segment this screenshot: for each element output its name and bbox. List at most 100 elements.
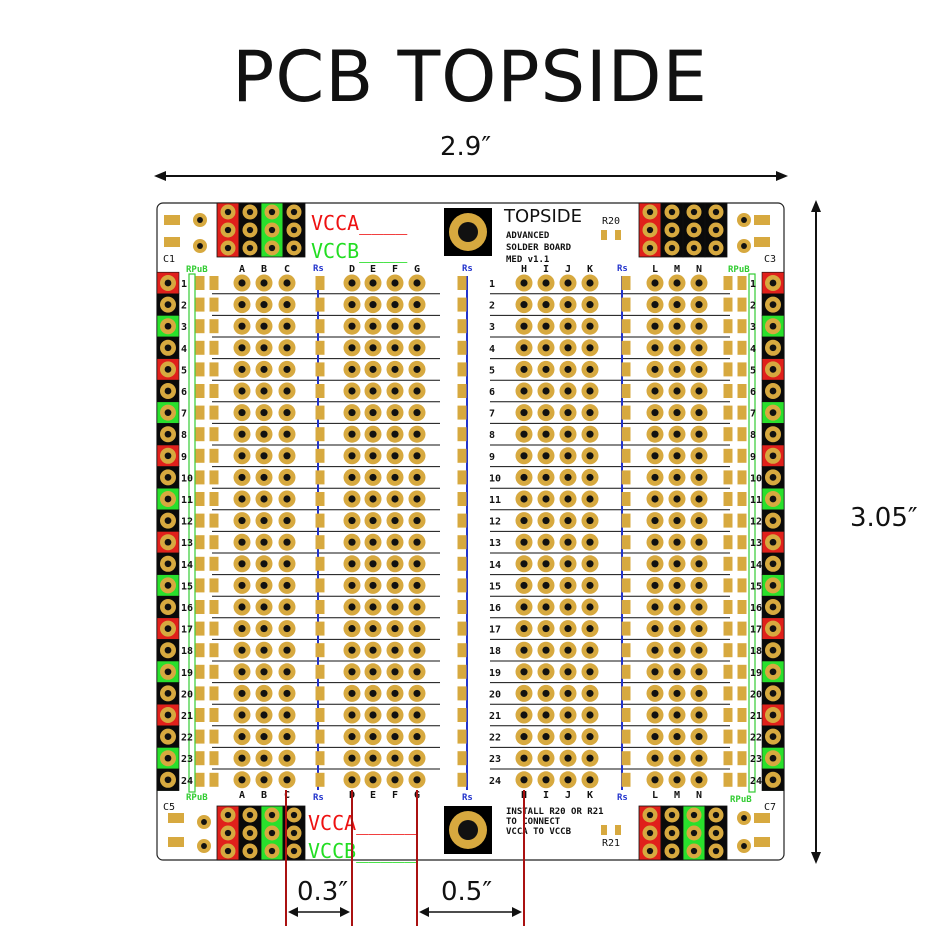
left-edge-pad-hole — [164, 754, 172, 762]
rpu-pad-left-2 — [209, 384, 219, 398]
rs-pad — [457, 470, 467, 485]
rs-pad — [621, 643, 631, 658]
grid-pad-hole — [651, 646, 659, 654]
rpu-pad-left — [195, 708, 205, 722]
grid-pad-hole — [391, 776, 399, 784]
grid-pad-hole — [564, 387, 572, 395]
grid-pad-hole — [542, 452, 550, 460]
grid-pad-hole — [260, 344, 268, 352]
rpu-pad-right — [723, 772, 733, 787]
bottom-left-header-pad-hole — [268, 811, 276, 819]
rpu-pad-left-2 — [209, 470, 219, 485]
grid-pad-hole — [413, 581, 421, 589]
left-edge-pad-hole — [164, 625, 172, 632]
grid-pad-hole — [348, 517, 356, 525]
grid-pad-hole — [695, 560, 703, 568]
column-label-top: K — [587, 264, 593, 275]
top-left-header-pad-hole — [246, 226, 254, 234]
bottom-left-header-pad-hole — [290, 847, 298, 855]
rpu-pad-right — [723, 319, 733, 334]
grid-pad-hole — [238, 776, 246, 784]
grid-pad-hole — [391, 409, 399, 417]
rs-pad — [315, 751, 325, 766]
row-number-center: 20 — [489, 689, 501, 700]
row-number-center: 5 — [489, 365, 495, 376]
left-edge-pad-hole — [164, 690, 172, 697]
rs-pad — [315, 340, 325, 355]
rs-label-bottom: Rs — [617, 793, 628, 803]
grid-pad-hole — [673, 625, 681, 633]
row-number-right: 4 — [750, 344, 756, 355]
rs-pad — [457, 729, 467, 744]
grid-pad-hole — [260, 646, 268, 654]
grid-pad-hole — [238, 646, 246, 654]
right-edge-pad-hole — [769, 430, 777, 438]
grid-pad-hole — [564, 711, 572, 719]
column-label-bottom: C — [284, 790, 290, 801]
row-number-right: 12 — [750, 517, 762, 528]
rpu-pad-right — [723, 362, 733, 377]
grid-pad-hole — [391, 322, 399, 330]
rpu-pad-left — [195, 621, 205, 636]
rs-pad — [457, 384, 467, 398]
grid-pad-hole — [695, 754, 703, 762]
grid-pad-hole — [695, 301, 703, 309]
rpu-pad-right-2 — [737, 600, 747, 614]
c1-round-b-hole — [197, 243, 203, 249]
grid-pad-hole — [369, 279, 377, 287]
page-title: PCB TOPSIDE — [232, 36, 708, 118]
row-number-center: 14 — [489, 560, 501, 571]
grid-pad-hole — [520, 279, 528, 287]
rpu-pad-right-2 — [737, 686, 747, 701]
grid-pad-hole — [413, 344, 421, 352]
rpu-pad-left — [195, 427, 205, 442]
install-note-1: INSTALL R20 OR R21 — [506, 807, 604, 817]
grid-pad-hole — [238, 344, 246, 352]
rs-pad — [621, 448, 631, 463]
rs-pad — [621, 427, 631, 442]
grid-pad-hole — [260, 776, 268, 784]
rpu-pad-left — [195, 448, 205, 463]
grid-pad-hole — [283, 301, 291, 309]
grid-pad-hole — [695, 430, 703, 438]
grid-pad-hole — [651, 301, 659, 309]
vcca-label-top: VCCA____ — [311, 211, 408, 235]
bottom-left-header-pad-hole — [246, 811, 254, 819]
grid-pad-hole — [695, 344, 703, 352]
grid-pad-hole — [586, 495, 594, 503]
top-left-header-pad-hole — [268, 244, 276, 252]
grid-pad-hole — [651, 387, 659, 395]
grid-pad-hole — [520, 365, 528, 373]
grid-pad-hole — [283, 646, 291, 654]
rpu-pad-right-2 — [737, 643, 747, 658]
rpu-pad-left-2 — [209, 297, 219, 312]
grid-pad-hole — [673, 279, 681, 287]
rs-pad — [621, 297, 631, 312]
grid-pad-hole — [564, 495, 572, 503]
row-number-right: 2 — [750, 301, 756, 312]
row-number-center: 15 — [489, 581, 501, 592]
rs-pad — [621, 319, 631, 334]
grid-pad-hole — [564, 452, 572, 460]
rpu-pad-left-2 — [209, 643, 219, 658]
grid-pad-hole — [673, 538, 681, 546]
grid-pad-hole — [520, 668, 528, 676]
rs-pad — [621, 772, 631, 787]
grid-pad-hole — [413, 430, 421, 438]
bottom-left-header-pad-hole — [290, 829, 298, 837]
r21-pad-b — [615, 825, 621, 835]
top-right-header-pad-hole — [712, 208, 720, 216]
top-right-header-pad-hole — [712, 226, 720, 234]
rs-pad — [315, 729, 325, 744]
r21-label: R21 — [602, 838, 620, 849]
grid-pad-hole — [413, 560, 421, 568]
rs-pad — [457, 556, 467, 571]
grid-pad-hole — [586, 603, 594, 611]
grid-pad-hole — [348, 344, 356, 352]
left-edge-pad-hole — [164, 474, 172, 481]
rpu-pad-left-2 — [209, 600, 219, 614]
grid-pad-hole — [651, 733, 659, 741]
column-label-top: M — [674, 264, 680, 275]
row-number-center: 16 — [489, 603, 501, 614]
grid-pad-hole — [391, 279, 399, 287]
